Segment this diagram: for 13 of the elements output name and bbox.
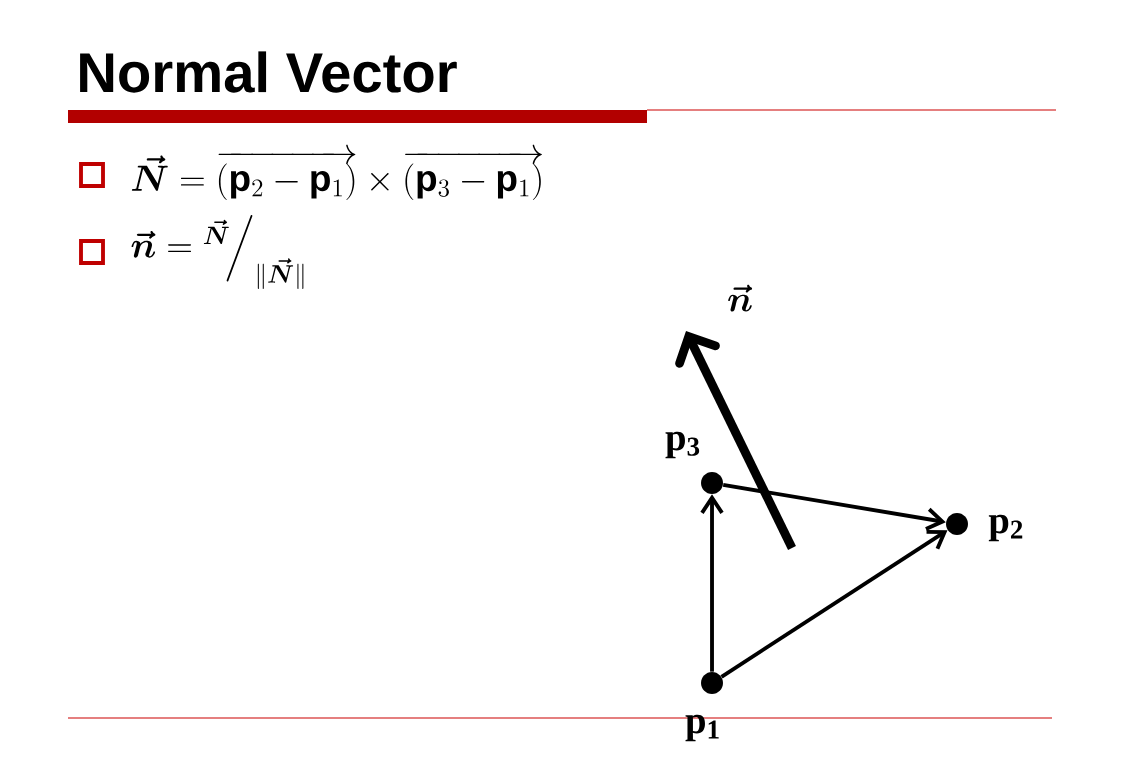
formula: $\boldsymbol{\vec{n}} = {}^{\boldsymbol{\vec{N}}}\!\Big/_{\|\boldsymbol{\vec{N}}\|}$ [131, 215, 304, 289]
point-label: p$_{3}$ [665, 431, 700, 459]
arrow [700, 494, 724, 672]
point-dot [701, 472, 723, 494]
arrow [722, 482, 946, 531]
arrow [720, 529, 948, 679]
point-label: p$_{1}$ [685, 714, 719, 742]
point-label: p$_{2}$ [988, 514, 1023, 542]
slide-title: Normal Vector [80, 51, 457, 93]
point-dot [701, 672, 723, 694]
vector-label: $\boldsymbol{\vec{n}}$ [728, 284, 753, 312]
point-dot [946, 513, 968, 535]
formula: $\boldsymbol{\vec{N}} = \overrightarrow{(\mathbf{p}_2 - \mathbf{p}_1)} \times \overrightarrow{(\mathbf{p}_3 - \mathbf{p}_1)}$ [131, 144, 542, 200]
